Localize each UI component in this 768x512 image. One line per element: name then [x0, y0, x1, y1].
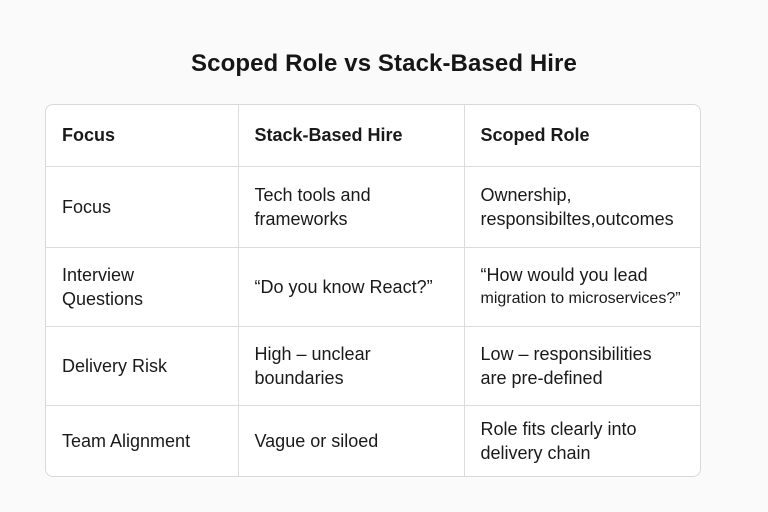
comparison-table: Focus Stack-Based Hire Scoped Role Focus… — [46, 105, 700, 476]
header-stack-based-hire: Stack-Based Hire — [238, 105, 465, 167]
scoped-role-cell: Role fits clearly into delivery chain — [464, 405, 700, 476]
scoped-role-cell: Low – responsibilities are pre-defined — [464, 326, 700, 406]
stack-based-text: Tech tools and frameworks — [254, 184, 371, 229]
table-row: Focus Tech tools and frameworks Ownershi… — [46, 166, 700, 248]
scoped-role-text: Role fits clearly into delivery chain — [480, 418, 637, 463]
header-scoped-role: Scoped Role — [464, 105, 700, 167]
stack-based-cell: High – unclear boundaries — [238, 326, 465, 406]
scoped-role-line-1: “How would you lead — [480, 264, 648, 285]
header-focus: Focus — [46, 105, 239, 167]
row-label: Delivery Risk — [46, 326, 239, 406]
scoped-role-text: Ownership, responsibiltes,outcomes — [480, 184, 674, 229]
table-header-row: Focus Stack-Based Hire Scoped Role — [46, 105, 700, 167]
table-row: Delivery Risk High – unclear boundaries … — [46, 326, 700, 406]
comparison-table-card: Focus Stack-Based Hire Scoped Role Focus… — [45, 104, 701, 477]
scoped-role-cell: “How would you lead migration to microse… — [464, 247, 700, 327]
stack-based-cell: Vague or siloed — [238, 405, 465, 476]
row-label: Interview Questions — [46, 247, 239, 327]
scoped-role-text: Low – responsibilities are pre-defined — [480, 343, 652, 388]
stack-based-cell: Tech tools and frameworks — [238, 166, 465, 248]
table-row: Team Alignment Vague or siloed Role fits… — [46, 405, 700, 476]
row-label: Team Alignment — [46, 405, 239, 476]
row-label-text: Interview Questions — [62, 264, 144, 309]
stack-based-cell: “Do you know React?” — [238, 247, 465, 327]
stack-based-text: High – unclear boundaries — [254, 343, 371, 388]
page-title: Scoped Role vs Stack-Based Hire — [191, 50, 577, 77]
row-label: Focus — [46, 166, 239, 248]
table-row: Interview Questions “Do you know React?”… — [46, 247, 700, 327]
scoped-role-line-2: migration to microservices?” — [480, 289, 681, 307]
scoped-role-cell: Ownership, responsibiltes,outcomes — [464, 166, 700, 248]
